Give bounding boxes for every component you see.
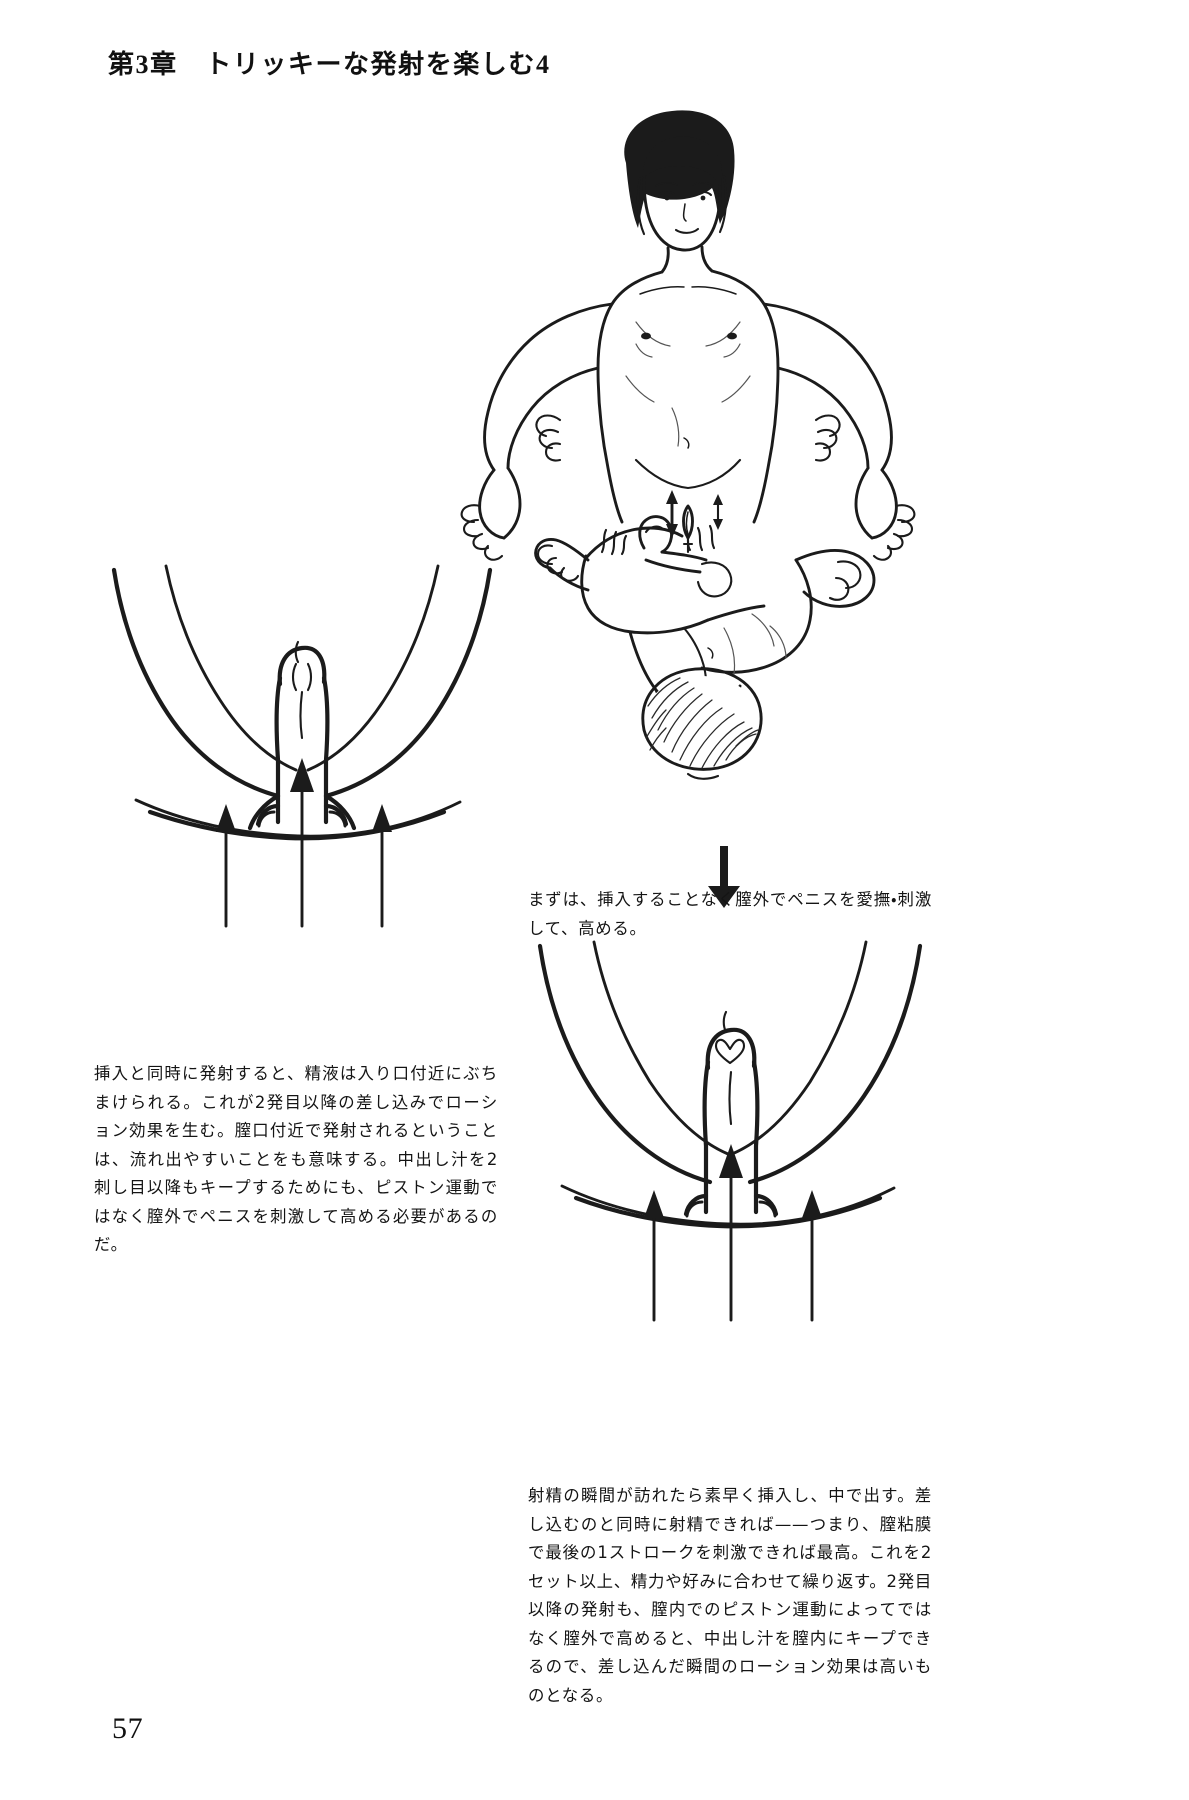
flow-down-arrow bbox=[694, 846, 754, 908]
couple-illustration bbox=[440, 108, 940, 788]
chapter-header: 第3章 トリッキーな発射を楽しむ4 bbox=[108, 50, 551, 79]
caption-right-bottom: 射精の瞬間が訪れたら素早く挿入し、中で出す。差し込むのと同時に射精できれば——つ… bbox=[528, 1486, 932, 1705]
thrust-arrows bbox=[216, 758, 392, 928]
caption-right-top: まずは、挿入することなく膣外でペニスを愛撫・刺激して、高める。 bbox=[528, 890, 932, 938]
genital-closeup-left bbox=[92, 560, 512, 960]
genital-closeup-right bbox=[520, 930, 940, 1350]
page-number: 57 bbox=[112, 1712, 144, 1745]
thrust-arrows bbox=[644, 1144, 822, 1322]
caption-left: 挿入と同時に発射すると、精液は入り口付近にぶちまけられる。これが2発目以降の差し… bbox=[94, 1064, 498, 1255]
